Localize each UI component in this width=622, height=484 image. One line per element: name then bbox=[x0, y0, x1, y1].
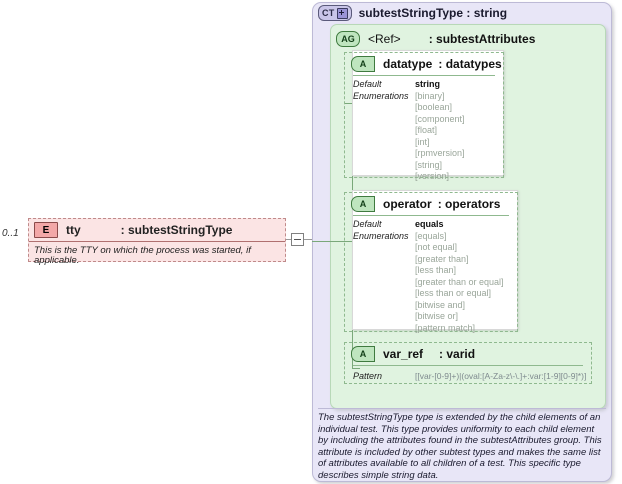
cardinality-label: 0..1 bbox=[2, 228, 19, 239]
attribute-badge-label: A bbox=[359, 198, 367, 209]
enum-item: [boolean] bbox=[415, 102, 453, 112]
divider bbox=[353, 215, 509, 216]
attribute-name-varref: var_ref bbox=[383, 346, 424, 361]
plus-icon[interactable] bbox=[336, 7, 348, 19]
tree-branch-datatype bbox=[344, 103, 353, 104]
label-default: Default bbox=[353, 219, 382, 229]
attribute-group-type: : subtestAttributes bbox=[428, 32, 536, 46]
attribute-badge-icon: A bbox=[351, 345, 375, 362]
operator-values: equals [equals] [not equal] [greater tha… bbox=[415, 219, 504, 334]
enum-item: [greater than] bbox=[415, 253, 469, 264]
attribute-name-datatype: datatype bbox=[383, 56, 433, 71]
attribute-type-datatype: : datatypes bbox=[438, 56, 502, 71]
element-box-tty[interactable]: E tty : subtestStringType This is the TT… bbox=[28, 218, 286, 266]
label-default: Default bbox=[353, 79, 382, 89]
enum-item: [float] bbox=[415, 125, 438, 135]
divider bbox=[353, 365, 583, 366]
attribute-group-badge-icon: AG bbox=[336, 31, 360, 47]
element-documentation: This is the TTY on which the process was… bbox=[34, 245, 251, 267]
label-enumerations: Enumerations bbox=[353, 90, 409, 101]
complex-type-header: CT subtestStringType : string bbox=[318, 5, 507, 21]
enum-item: [version] bbox=[415, 171, 450, 181]
enum-item: [string] bbox=[415, 159, 443, 170]
datatype-default-value: string bbox=[415, 79, 441, 89]
description-divider bbox=[318, 408, 606, 409]
enum-item: [greater than or equal] bbox=[415, 276, 504, 287]
tree-branch-varref bbox=[352, 368, 360, 369]
collapse-toggle-icon[interactable] bbox=[291, 233, 304, 246]
divider bbox=[353, 75, 495, 76]
element-type: : subtestStringType bbox=[120, 223, 233, 237]
attribute-group-ref: <Ref> bbox=[368, 32, 401, 46]
element-badge-icon: E bbox=[34, 222, 58, 238]
operator-header: A operator : operators bbox=[345, 193, 517, 214]
datatype-labels: Default Enumerations bbox=[353, 79, 415, 183]
enum-item: [not equal] bbox=[415, 242, 458, 252]
attribute-box-datatype[interactable]: A datatype : datatypes Default Enumerati… bbox=[344, 52, 504, 181]
datatype-body: Default Enumerations string [binary] [bo… bbox=[345, 79, 503, 187]
attribute-badge-icon: A bbox=[351, 195, 375, 212]
datatype-panel bbox=[352, 50, 504, 176]
attribute-type-operator: : operators bbox=[437, 196, 501, 211]
operator-panel bbox=[352, 190, 518, 330]
enum-item: [pattern match] bbox=[415, 322, 476, 333]
attribute-type-varref: : varid bbox=[439, 346, 476, 361]
attribute-badge-label: A bbox=[359, 58, 367, 69]
attribute-name-operator: operator bbox=[383, 196, 432, 211]
varref-header: A var_ref : varid bbox=[345, 343, 591, 364]
datatype-values: string [binary] [boolean] [component] [f… bbox=[415, 79, 465, 183]
attribute-badge-icon: A bbox=[351, 55, 375, 72]
operator-labels: Default Enumerations bbox=[353, 219, 415, 334]
tree-incoming-line bbox=[312, 241, 352, 242]
complex-type-badge-label: CT bbox=[322, 8, 335, 18]
label-enumerations: Enumerations bbox=[353, 230, 409, 241]
complex-type-title: subtestStringType : string bbox=[358, 6, 508, 20]
enum-item: [rpmversion] bbox=[415, 148, 465, 158]
complex-type-description: The subtestStringType type is extended b… bbox=[318, 412, 602, 481]
attribute-box-operator[interactable]: A operator : operators Default Enumerati… bbox=[344, 192, 518, 333]
element-name: tty bbox=[66, 223, 81, 237]
attribute-group-badge-label: AG bbox=[341, 34, 355, 44]
attribute-group-header: AG <Ref> : subtestAttributes bbox=[336, 31, 535, 47]
attribute-box-varref[interactable]: A var_ref : varid Pattern [[var-[0-9]+)|… bbox=[344, 342, 592, 384]
enum-item: [equals] bbox=[415, 230, 447, 241]
enum-item: [component] bbox=[415, 113, 465, 124]
enum-item: [less than] bbox=[415, 265, 457, 275]
enum-item: [int] bbox=[415, 136, 430, 147]
enum-item: [bitwise or] bbox=[415, 311, 459, 321]
enum-item: [bitwise and] bbox=[415, 299, 466, 310]
operator-default-value: equals bbox=[415, 219, 444, 229]
varref-pattern-value: [[var-[0-9]+)|(oval:[A-Za-z\-\.]+:var:[1… bbox=[415, 371, 587, 381]
varref-pattern-row: Pattern [[var-[0-9]+)|(oval:[A-Za-z\-\.]… bbox=[345, 369, 591, 384]
label-pattern: Pattern bbox=[353, 371, 383, 381]
complex-type-badge-icon[interactable]: CT bbox=[318, 5, 352, 21]
enum-item: [less than or equal] bbox=[415, 288, 492, 298]
datatype-header: A datatype : datatypes bbox=[345, 53, 503, 74]
element-header: E tty : subtestStringType bbox=[29, 219, 285, 242]
attribute-badge-label: A bbox=[359, 348, 367, 359]
operator-body: Default Enumerations equals [equals] [no… bbox=[345, 219, 517, 338]
enum-item: [binary] bbox=[415, 90, 445, 101]
